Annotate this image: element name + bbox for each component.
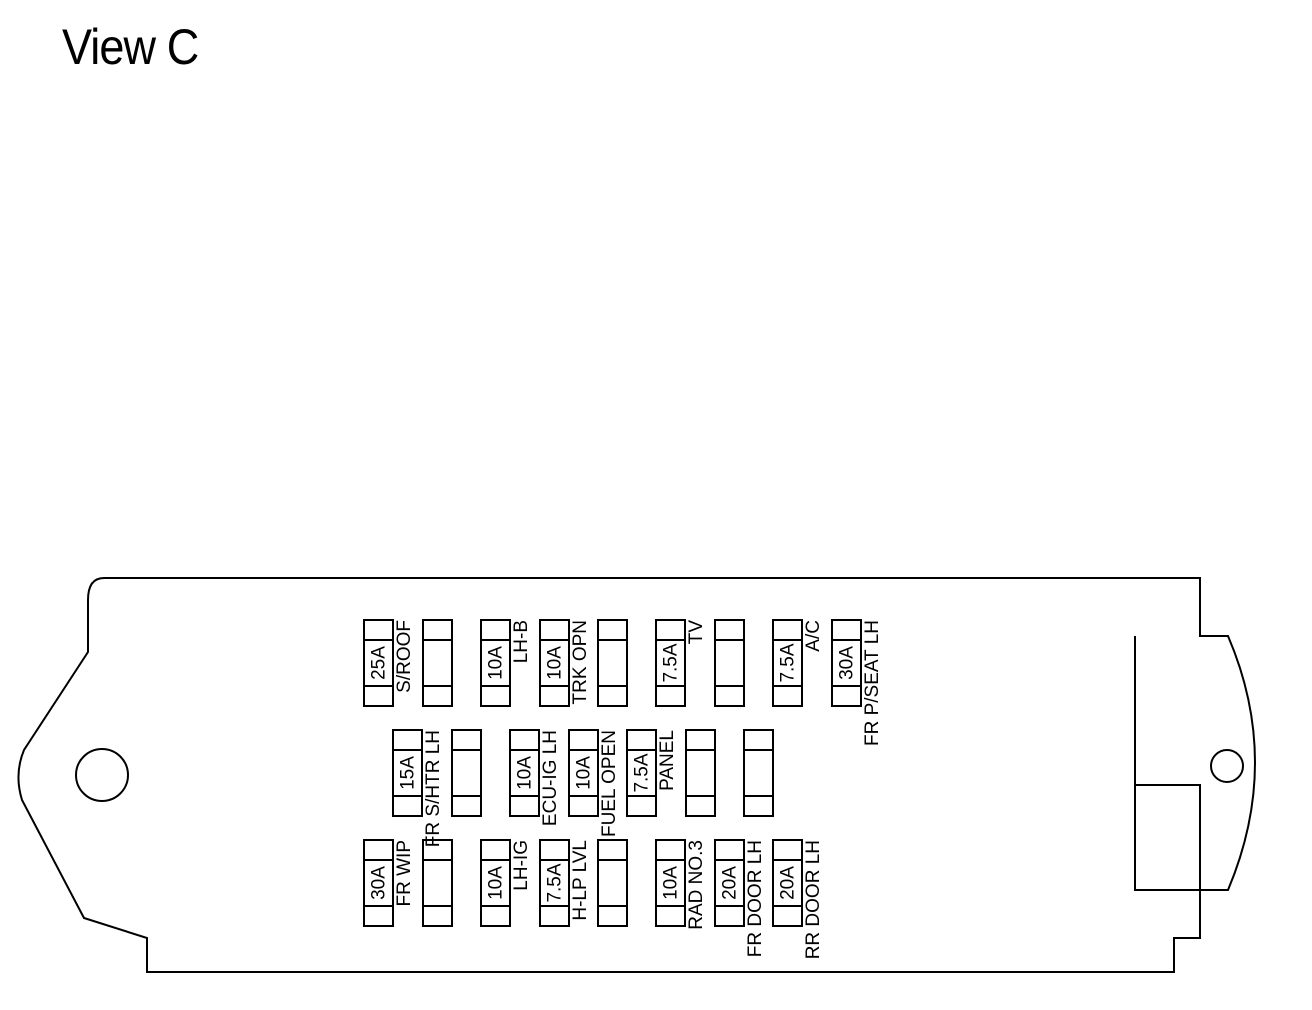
fuse-body [655,839,686,927]
fuse-rating: 15A [398,756,419,790]
fuse-rating: 7.5A [661,643,682,682]
fuse-name: PANEL [657,730,678,791]
fuse-body [597,839,628,927]
fuse-name: FR S/HTR LH [423,730,444,847]
fuse-body [568,729,599,817]
fuse-body [451,729,482,817]
fuse-slot [597,839,628,927]
fuse-body [480,619,511,707]
fuse-rating: 30A [369,866,390,900]
fuse-body [743,729,774,817]
fuse-body [655,619,686,707]
fuse-box-outline [17,577,1256,973]
fuse-body [480,839,511,927]
fuse-rating: 10A [574,756,595,790]
left-mounting-hole [75,748,129,802]
fuse-rating: 10A [486,646,507,680]
fuse-rating: 7.5A [632,753,653,792]
fuse-body [772,839,803,927]
fuse-name: FR WIP [394,840,415,907]
fuse-rating: 10A [545,646,566,680]
fuse-name: S/ROOF [394,620,415,693]
fuse-name: A/C [803,620,824,652]
fuse-slot [451,729,482,817]
fuse-body [509,729,540,817]
fuse-name: RR DOOR LH [803,840,824,959]
connector-divider [1135,784,1201,938]
fuse-name: FR DOOR LH [745,840,766,957]
fuse-body [539,839,570,927]
fuse-body [831,619,862,707]
fuse-body [772,619,803,707]
fuse-body [626,729,657,817]
fuse-body [539,619,570,707]
fuse-name: FUEL OPEN [599,730,620,837]
fuse-name: TRK OPN [570,620,591,704]
fuse-body [363,839,394,927]
fuse-slot [714,619,745,707]
fuse-rating: 7.5A [778,643,799,682]
fuse-rating: 20A [778,866,799,900]
fuse-slot [422,839,453,927]
fuse-body [422,839,453,927]
fuse-rating: 7.5A [545,863,566,902]
fuse-name: H-LP LVL [570,840,591,921]
fuse-rating: 10A [515,756,536,790]
connector-block [1134,636,1200,891]
fuse-name: ECU-IG LH [540,730,561,826]
fuse-body [363,619,394,707]
fuse-name: LH-B [511,620,532,663]
fuse-name: FR P/SEAT LH [862,620,883,746]
fuse-rating: 30A [837,646,858,680]
fuse-body [392,729,423,817]
fuse-body [714,619,745,707]
fuse-body [714,839,745,927]
fuse-slot [597,619,628,707]
fuse-name: RAD NO.3 [686,840,707,930]
fuse-body [422,619,453,707]
fuse-rating: 20A [720,866,741,900]
fuse-slot [743,729,774,817]
right-mounting-hole [1210,749,1244,783]
fuse-slot [685,729,716,817]
fuse-body [685,729,716,817]
fuse-slot: 7.5AA/C [772,619,824,707]
fuse-body [597,619,628,707]
fuse-slot [422,619,453,707]
fuse-rating: 10A [661,866,682,900]
fuse-rating: 10A [486,866,507,900]
fuse-name: LH-IG [511,840,532,891]
fuse-name: TV [686,620,707,645]
view-title: View C [62,19,199,75]
fuse-rating: 25A [369,646,390,680]
